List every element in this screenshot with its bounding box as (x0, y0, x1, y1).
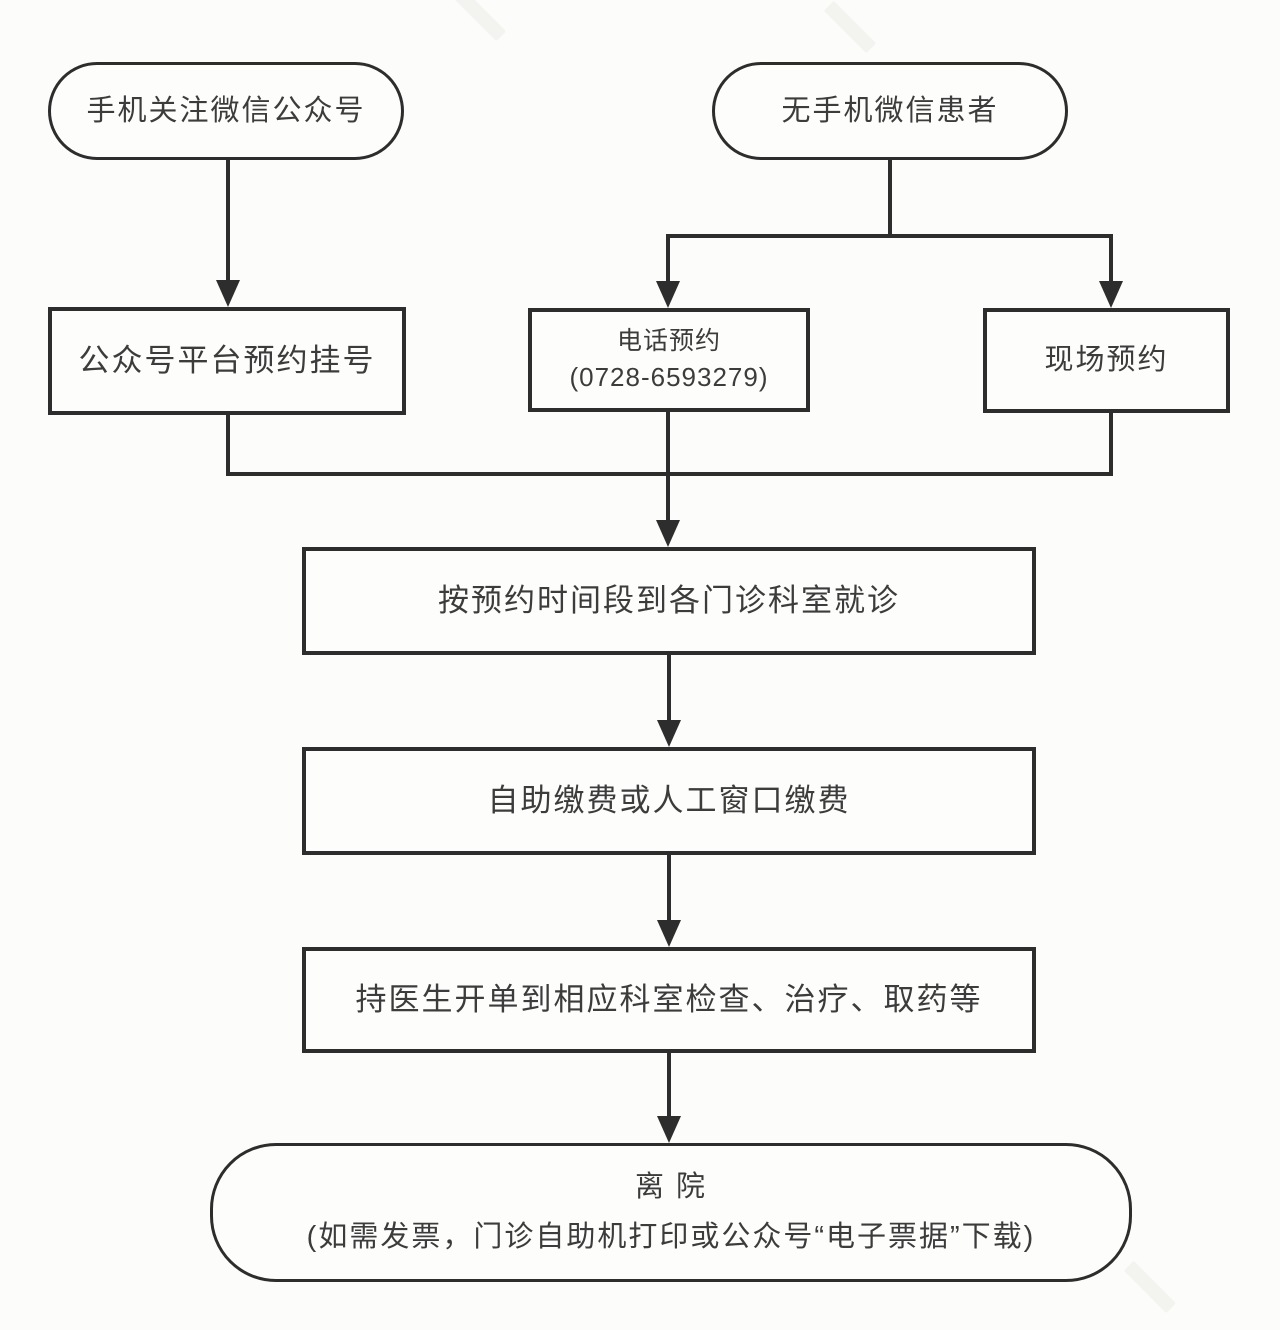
edge-platform-merge-line (226, 415, 230, 476)
node-phone-booking: 电话预约 (0728-6593279) (528, 308, 810, 412)
edge-branch-to-phone-line (666, 234, 670, 284)
node-visit-clinic: 按预约时间段到各门诊科室就诊 (302, 547, 1036, 655)
edge-visit-to-payment-arrowhead (657, 720, 681, 747)
edge-branch-line (666, 234, 1113, 238)
node-platform-booking: 公众号平台预约挂号 (48, 307, 406, 415)
edge-followup-to-leave-line (667, 1053, 671, 1117)
edge-branch-to-phone-arrowhead (656, 281, 680, 308)
edge-merge-to-visit-arrowhead (656, 520, 680, 547)
edge-no-wechat-stem-line (888, 160, 892, 238)
node-visit-clinic-label: 按预约时间段到各门诊科室就诊 (438, 582, 900, 618)
edge-wechat-to-platform-arrowhead (216, 280, 240, 307)
node-phone-booking-number: (0728-6593279) (569, 362, 769, 393)
edge-branch-to-onsite-line (1109, 234, 1113, 284)
node-leave-label: 离 院 (634, 1171, 708, 1204)
node-followup-label: 持医生开单到相应科室检查、治疗、取药等 (355, 981, 983, 1017)
node-leave-note: (如需发票，门诊自助机打印或公众号“电子票据”下载) (306, 1220, 1036, 1253)
node-payment: 自助缴费或人工窗口缴费 (302, 747, 1036, 855)
edge-branch-to-onsite-arrowhead (1099, 281, 1123, 308)
edge-onsite-merge-line (1109, 413, 1113, 476)
node-phone-booking-label: 电话预约 (616, 327, 721, 356)
node-followup: 持医生开单到相应科室检查、治疗、取药等 (302, 947, 1036, 1053)
edge-payment-to-followup-arrowhead (657, 920, 681, 947)
node-payment-label: 自助缴费或人工窗口缴费 (487, 782, 851, 818)
edge-followup-to-leave-arrowhead (657, 1116, 681, 1143)
edge-merge-to-visit-line (666, 412, 670, 522)
node-platform-booking-label: 公众号平台预约挂号 (78, 342, 376, 378)
edge-payment-to-followup-line (667, 855, 671, 921)
node-no-wechat-patient: 无手机微信患者 (712, 62, 1068, 160)
watermark-smudge (1123, 1260, 1177, 1314)
node-no-wechat-patient-label: 无手机微信患者 (781, 94, 999, 127)
watermark-smudge (823, 0, 877, 54)
node-leave: 离 院 (如需发票，门诊自助机打印或公众号“电子票据”下载) (210, 1143, 1132, 1282)
node-onsite-booking: 现场预约 (983, 308, 1230, 413)
watermark-smudge (453, 0, 507, 42)
node-wechat-follow-label: 手机关注微信公众号 (86, 94, 366, 127)
edge-visit-to-payment-line (667, 655, 671, 722)
edge-wechat-to-platform-line (226, 160, 230, 282)
node-onsite-booking-label: 现场预约 (1044, 344, 1169, 377)
node-wechat-follow: 手机关注微信公众号 (48, 62, 404, 160)
